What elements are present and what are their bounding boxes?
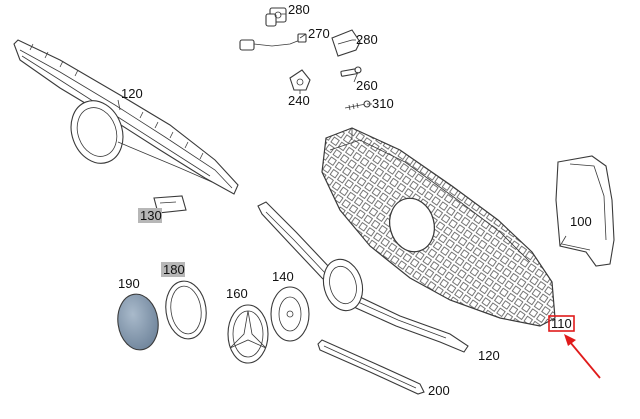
callout-120-lower: 120: [478, 348, 500, 363]
callout-190: 190: [118, 276, 140, 291]
callout-160: 160: [226, 286, 248, 301]
emblem-badge-190: [117, 293, 159, 351]
bracket-280-right: [331, 29, 361, 57]
lower-trim-strip-200: [317, 339, 425, 395]
callout-100: 100: [570, 214, 592, 229]
callout-270: 270: [308, 26, 330, 41]
wiring-harness-270: [239, 33, 307, 51]
sensor-280-top: [265, 7, 287, 27]
callout-280-top: 280: [288, 2, 310, 17]
highlight-arrow: [564, 334, 601, 379]
callout-120-upper: 120: [121, 86, 143, 101]
callout-130-box: [138, 208, 162, 223]
callout-110: 110: [551, 316, 572, 331]
callout-240: 240: [288, 93, 310, 108]
callout-310: 310: [372, 96, 394, 111]
callout-130: 130: [140, 208, 162, 223]
callout-110-highlight-box: [548, 315, 575, 332]
callout-180: 180: [163, 262, 185, 277]
air-duct-100: [555, 155, 615, 267]
emblem-carrier-140: [270, 286, 310, 342]
callout-180-box: [161, 262, 185, 277]
bolt-260: [340, 66, 362, 77]
screw-310: [344, 100, 371, 111]
callout-280-right: 280: [356, 32, 378, 47]
leader-lines: [117, 13, 567, 247]
lower-grille-trim-strip: [257, 201, 469, 353]
callout-140: 140: [272, 269, 294, 284]
upper-grille-trim-strip: [13, 39, 239, 195]
callout-200: 200: [428, 383, 450, 398]
star-emblem-160: [227, 304, 269, 364]
callout-260: 260: [356, 78, 378, 93]
emblem-ring-180: [165, 280, 207, 340]
radiator-grille-mesh: [321, 127, 556, 327]
bracket-240: [289, 69, 311, 91]
